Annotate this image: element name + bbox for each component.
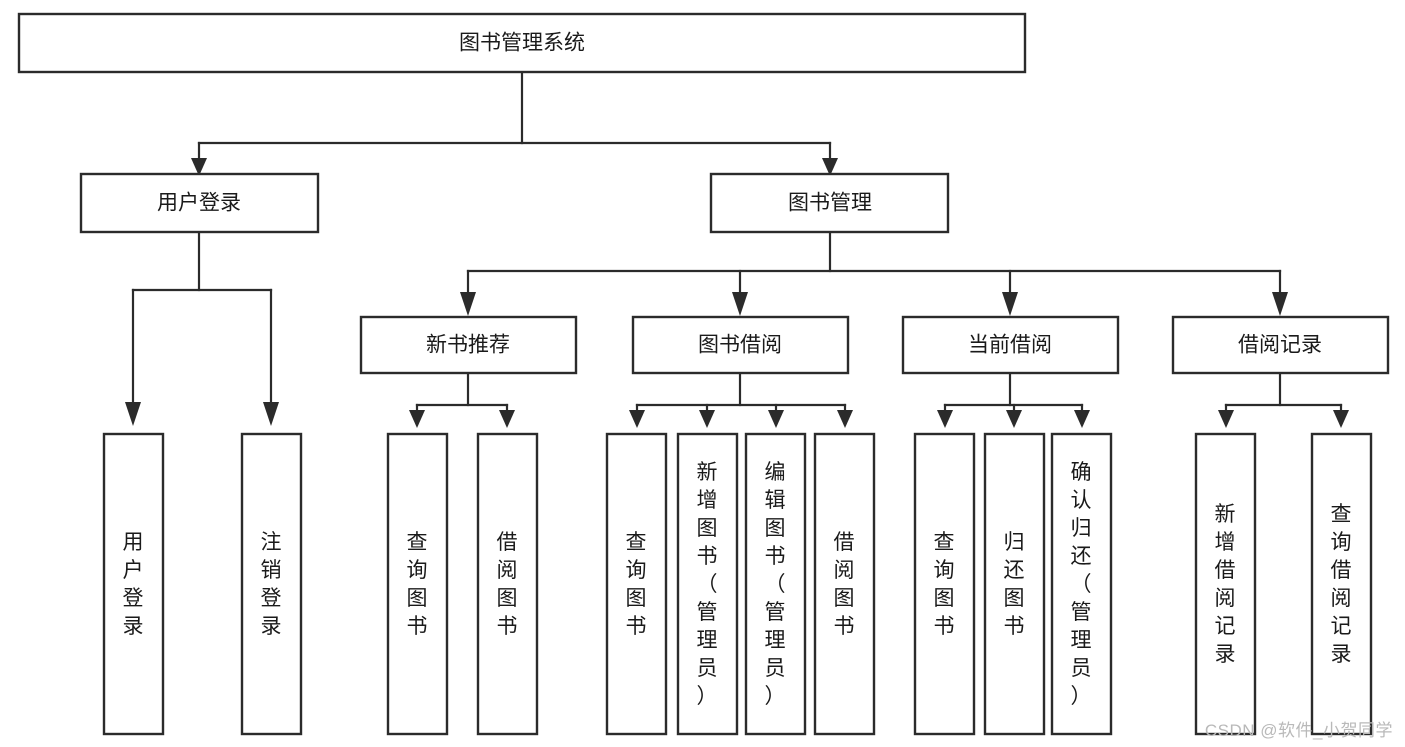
arrow-head-current-borrow [1002,292,1018,316]
leaf-book-borrow-borrow-label: 借阅图书 [834,531,855,638]
watermark: CSDN @软件_小贺同学 [1204,721,1393,740]
leaf-borrow-record-add[interactable]: 新增借阅记录 [1194,432,1257,736]
leaf-book-borrow-add-label: 新增图书（管理员） [697,461,718,708]
leaf-current-borrow-return-box[interactable] [983,432,1046,736]
leaf-new-book-borrow-label: 借阅图书 [497,531,518,638]
node-current-borrow-label: 当前借阅 [968,334,1052,357]
leaf-user-login-login[interactable]: 用户登录 [102,432,165,736]
node-book-management-box[interactable] [709,172,950,234]
leaf-book-borrow-edit-box[interactable] [744,432,807,736]
leaf-new-book-query[interactable]: 查询图书 [386,432,449,736]
leaf-book-borrow-add-box[interactable] [676,432,739,736]
arrow-head-bookborrow-leaf-2 [699,410,715,428]
leaf-current-borrow-confirm-label: 确认归还（管理员） [1071,461,1092,708]
leaf-new-book-borrow-box[interactable] [476,432,539,736]
node-user-login-box[interactable] [79,172,320,234]
leaf-current-borrow-confirm-box[interactable] [1050,432,1113,736]
connector-group-currentborrow [937,371,1090,428]
leaf-user-login-logout-box[interactable] [240,432,303,736]
leaf-book-borrow-borrow-box[interactable] [813,432,876,736]
node-borrow-record-label: 借阅记录 [1238,334,1322,357]
node-user-login[interactable]: 用户登录 [79,172,320,234]
arrow-head-logout-leaf [263,402,279,426]
connector-group-bookborrow [629,371,853,428]
arrow-head-book-borrow [732,292,748,316]
leaf-user-login-login-box[interactable] [102,432,165,736]
leaf-book-borrow-edit-label: 编辑图书（管理员） [765,461,786,708]
arrow-head-userlogin [191,158,207,176]
leaf-new-book-query-box[interactable] [386,432,449,736]
node-new-book-recommend-box[interactable] [359,315,578,375]
arrow-head-user-login-leaf [125,402,141,426]
leaf-book-borrow-query-label: 查询图书 [626,531,647,638]
node-book-borrow-label: 图书借阅 [698,334,782,357]
node-current-borrow[interactable]: 当前借阅 [901,315,1120,375]
connector-group-borrowrecord [1218,371,1349,428]
node-book-borrow[interactable]: 图书借阅 [631,315,850,375]
arrow-head-new-book [460,292,476,316]
node-borrow-record[interactable]: 借阅记录 [1171,315,1390,375]
node-book-management[interactable]: 图书管理 [709,172,950,234]
leaf-current-borrow-confirm[interactable]: 确认归还（管理员） [1050,432,1113,736]
node-user-login-label: 用户登录 [157,192,241,215]
node-current-borrow-box[interactable] [901,315,1120,375]
leaf-new-book-borrow[interactable]: 借阅图书 [476,432,539,736]
leaf-user-login-logout[interactable]: 注销登录 [240,432,303,736]
leaf-user-login-logout-label: 注销登录 [261,531,282,638]
node-book-borrow-box[interactable] [631,315,850,375]
node-root-system-label: 图书管理系统 [459,32,585,55]
leaf-borrow-record-add-box[interactable] [1194,432,1257,736]
arrow-head-bookborrow-leaf-3 [768,410,784,428]
node-new-book-recommend[interactable]: 新书推荐 [359,315,578,375]
leaf-new-book-query-label: 查询图书 [407,531,428,638]
arrow-head-bookborrow-leaf-1 [629,410,645,428]
leaf-book-borrow-query-box[interactable] [605,432,668,736]
leaf-book-borrow-borrow[interactable]: 借阅图书 [813,432,876,736]
leaf-book-borrow-query[interactable]: 查询图书 [605,432,668,736]
leaf-borrow-record-query-label: 查询借阅记录 [1331,503,1352,666]
leaf-book-borrow-edit[interactable]: 编辑图书（管理员） [744,432,807,736]
leaf-book-borrow-add[interactable]: 新增图书（管理员） [676,432,739,736]
arrow-head-currentborrow-leaf-1 [937,410,953,428]
connector-group-newbook [409,371,515,428]
node-new-book-recommend-label: 新书推荐 [426,334,510,357]
arrow-head-bookmgmt [822,158,838,176]
arrow-head-currentborrow-leaf-2 [1006,410,1022,428]
arrow-head-borrowrecord-leaf-2 [1333,410,1349,428]
node-root-system-box[interactable] [17,12,1027,74]
arrow-head-borrowrecord-leaf-1 [1218,410,1234,428]
leaf-current-borrow-return[interactable]: 归还图书 [983,432,1046,736]
leaf-borrow-record-add-label: 新增借阅记录 [1215,503,1236,666]
node-root-system[interactable]: 图书管理系统 [17,12,1027,74]
leaf-borrow-record-query-box[interactable] [1310,432,1373,736]
leaf-current-borrow-query-box[interactable] [913,432,976,736]
leaf-current-borrow-return-label: 归还图书 [1004,531,1025,638]
leaf-borrow-record-query[interactable]: 查询借阅记录 [1310,432,1373,736]
node-borrow-record-box[interactable] [1171,315,1390,375]
arrow-head-currentborrow-leaf-3 [1074,410,1090,428]
connector-group-root [191,70,838,176]
connector-group-userlogin [125,230,279,426]
arrow-head-newbook-leaf-1 [409,410,425,428]
leaf-current-borrow-query-label: 查询图书 [934,531,955,638]
leaf-current-borrow-query[interactable]: 查询图书 [913,432,976,736]
arrow-head-newbook-leaf-2 [499,410,515,428]
leaf-user-login-login-label: 用户登录 [123,531,144,638]
connector-group-bookmgmt [460,230,1288,316]
arrow-head-borrow-record [1272,292,1288,316]
node-book-management-label: 图书管理 [788,192,872,215]
arrow-head-bookborrow-leaf-4 [837,410,853,428]
